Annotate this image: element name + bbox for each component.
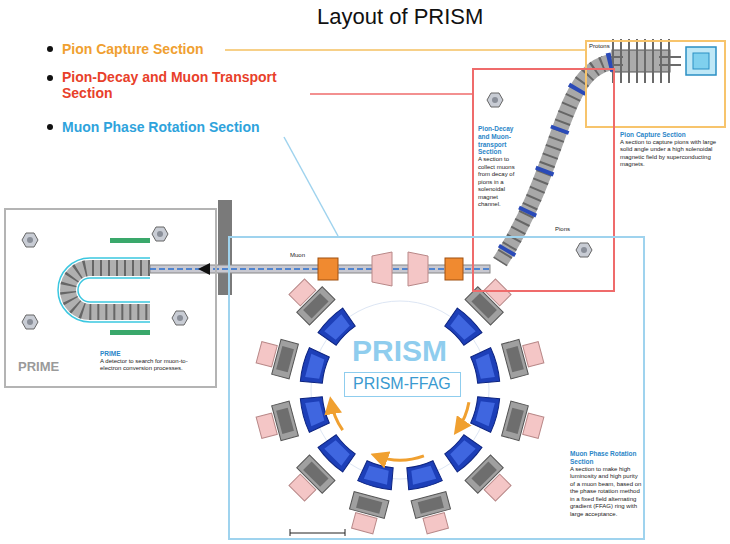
section-description: A section to make high luminosity and hi… — [570, 466, 642, 519]
quadrupole-icon — [172, 311, 188, 325]
section-heading: PRIME — [100, 350, 204, 358]
bullet-dot — [47, 75, 53, 81]
ring-name: PRISM-FFAG — [345, 373, 459, 395]
ffag-magnet — [442, 274, 516, 348]
kicker-magnet — [408, 252, 428, 286]
ffag-magnet — [345, 460, 398, 536]
bullet-dot — [47, 124, 53, 130]
section-frame: Pion Capture SectionA section to capture… — [585, 40, 726, 128]
ffag-magnet — [442, 432, 516, 506]
ffag-magnet — [470, 335, 546, 388]
scale-bar — [345, 529, 346, 536]
transport-solenoid — [500, 62, 612, 262]
leader-line — [310, 93, 472, 95]
pion-target — [693, 53, 709, 69]
beam-label: Muon — [290, 252, 305, 259]
solenoid-coils — [500, 62, 612, 262]
quadrupole-icon — [487, 93, 503, 107]
bullet-dot — [47, 46, 53, 52]
label-box: PRISM-FFAG — [344, 372, 461, 397]
beam-arrow — [198, 263, 210, 275]
leader-line — [225, 49, 585, 51]
quadrupole-icon — [152, 227, 168, 241]
section-bullet: Pion Capture Section — [62, 41, 204, 57]
scale-bar — [290, 529, 291, 536]
section-note: Muon Phase Rotation SectionA section to … — [570, 450, 642, 518]
beam-magnet — [318, 258, 338, 280]
section-bullet: Muon Phase Rotation Section — [62, 119, 260, 135]
section-frame: Pion-Decay and Muon-transport SectionA s… — [472, 68, 615, 292]
detector-block — [110, 330, 150, 335]
quadrupole-icon — [22, 233, 38, 247]
pion-target — [686, 47, 716, 75]
beam-label: Pions — [555, 226, 570, 233]
section-heading: Pion-Decay and Muon-transport Section — [478, 125, 520, 156]
orbit-arrow — [331, 402, 343, 430]
orbit-arrow — [457, 402, 469, 430]
leader-line — [284, 137, 338, 236]
section-heading: Pion Capture Section — [620, 131, 726, 139]
logo-text: PRIME — [18, 360, 59, 375]
ffag-magnet — [284, 274, 358, 348]
ffag-magnet — [470, 392, 546, 445]
capture-solenoid — [612, 50, 670, 72]
beam-label: Protons — [589, 43, 610, 50]
section-description: A section to capture pions with large so… — [620, 139, 726, 169]
ffag-magnet — [254, 335, 330, 388]
prime-solenoid — [68, 268, 150, 312]
logo-text: PRISM — [352, 334, 447, 369]
detector-block — [110, 238, 150, 243]
section-note: Pion-Decay and Muon-transport SectionA s… — [478, 125, 520, 209]
section-heading: Muon Phase Rotation Section — [570, 450, 642, 466]
section-frame: Muon Phase Rotation SectionA section to … — [228, 236, 645, 540]
diagram-title: Layout of PRISM — [317, 4, 483, 30]
section-description: A detector to search for muon-to-electro… — [100, 358, 204, 373]
scale-bar — [290, 533, 345, 534]
ffag-magnet — [284, 432, 358, 506]
ffag-magnet — [402, 460, 455, 536]
section-note: PRIMEA detector to search for muon-to-el… — [100, 350, 204, 373]
ffag-magnet — [254, 392, 330, 445]
solenoid-coils — [612, 50, 670, 72]
kicker-magnet — [372, 252, 392, 286]
orbit-arrow — [376, 456, 424, 460]
section-note: Pion Capture SectionA section to capture… — [620, 131, 726, 169]
section-bullet: Pion-Decay and Muon Transport Section — [62, 69, 302, 101]
solenoid-coils — [68, 268, 150, 312]
beam-line — [58, 258, 150, 322]
quadrupole-icon — [576, 243, 592, 257]
solenoid-coils — [500, 62, 612, 262]
beam-magnet — [445, 258, 463, 280]
beam-line — [78, 278, 150, 302]
section-description: A section to collect muons from decay of… — [478, 156, 520, 209]
quadrupole-icon — [22, 315, 38, 329]
